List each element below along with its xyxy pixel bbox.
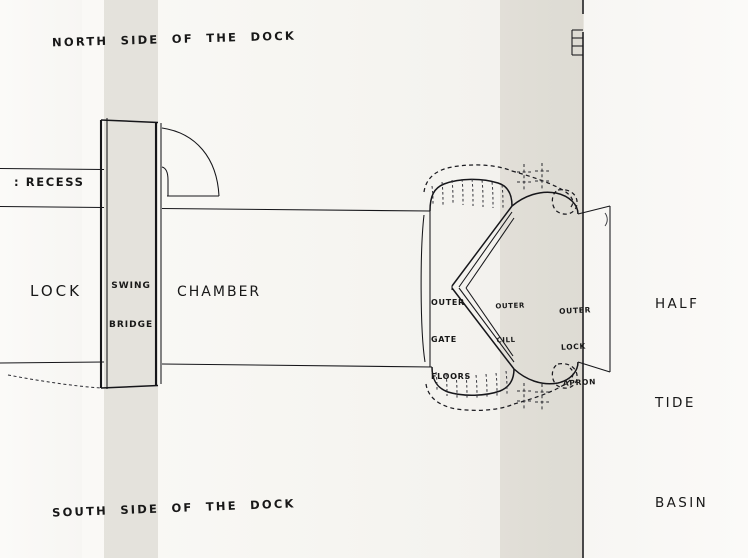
label-recess: : RECESS	[14, 175, 85, 189]
swing-bridge-shading	[104, 0, 158, 558]
label-outer-cill-line1: OUTER	[495, 301, 526, 311]
label-chamber: CHAMBER	[177, 284, 262, 300]
label-outer-lock-apron-line2: LOCK	[560, 341, 587, 352]
label-half-tide-basin: HALF TIDE BASIN	[655, 222, 708, 558]
label-outer-cill: OUTER CILL	[494, 279, 527, 369]
gate-pivot-marks-south	[517, 383, 549, 412]
swing-bridge	[99, 118, 162, 389]
ladder-rungs	[571, 29, 583, 56]
label-outer-lock-apron-line1: OUTER	[558, 305, 592, 316]
paper-strip-far-right	[584, 0, 748, 558]
recess-hatching-north	[431, 178, 504, 210]
gate-recess-south	[425, 361, 579, 412]
lock-chamber-walls	[0, 167, 433, 368]
gate-wall-shading	[500, 0, 583, 558]
label-outer-lock-apron: OUTER LOCK APRON	[558, 280, 598, 414]
paper-strip-left	[0, 0, 82, 558]
recess-hatching-south	[435, 370, 508, 400]
label-half-tide-basin-line2: TIDE	[655, 395, 696, 412]
label-half-tide-basin-line3: BASIN	[655, 494, 709, 511]
label-outer-lock-apron-line3: APRON	[562, 377, 597, 388]
outer-gate-leaves	[451, 205, 515, 370]
lower-left-dashed-edge	[7, 374, 102, 389]
paper-strip-right	[500, 0, 584, 558]
label-swing-bridge-line2: BRIDGE	[109, 320, 154, 331]
label-outer-cill-line2: CILL	[496, 335, 516, 345]
label-swing-bridge: SWING BRIDGE	[109, 254, 153, 358]
gate-pivot-marks-north	[517, 163, 549, 192]
label-half-tide-basin-line1: HALF	[655, 296, 700, 313]
swing-arc	[161, 127, 220, 197]
label-outer-gate-line2: GATE	[431, 334, 457, 344]
label-lock: LOCK	[30, 282, 82, 300]
label-outer-gate-line1: OUTER	[431, 297, 465, 307]
outer-gate-chamber-outline	[420, 211, 431, 367]
label-swing-bridge-line1: SWING	[111, 281, 151, 292]
gate-recess-north	[423, 163, 579, 215]
label-outer-gate-line3: FLOORS	[431, 372, 472, 382]
label-outer-gate-floors: OUTER GATE FLOORS	[431, 272, 471, 408]
